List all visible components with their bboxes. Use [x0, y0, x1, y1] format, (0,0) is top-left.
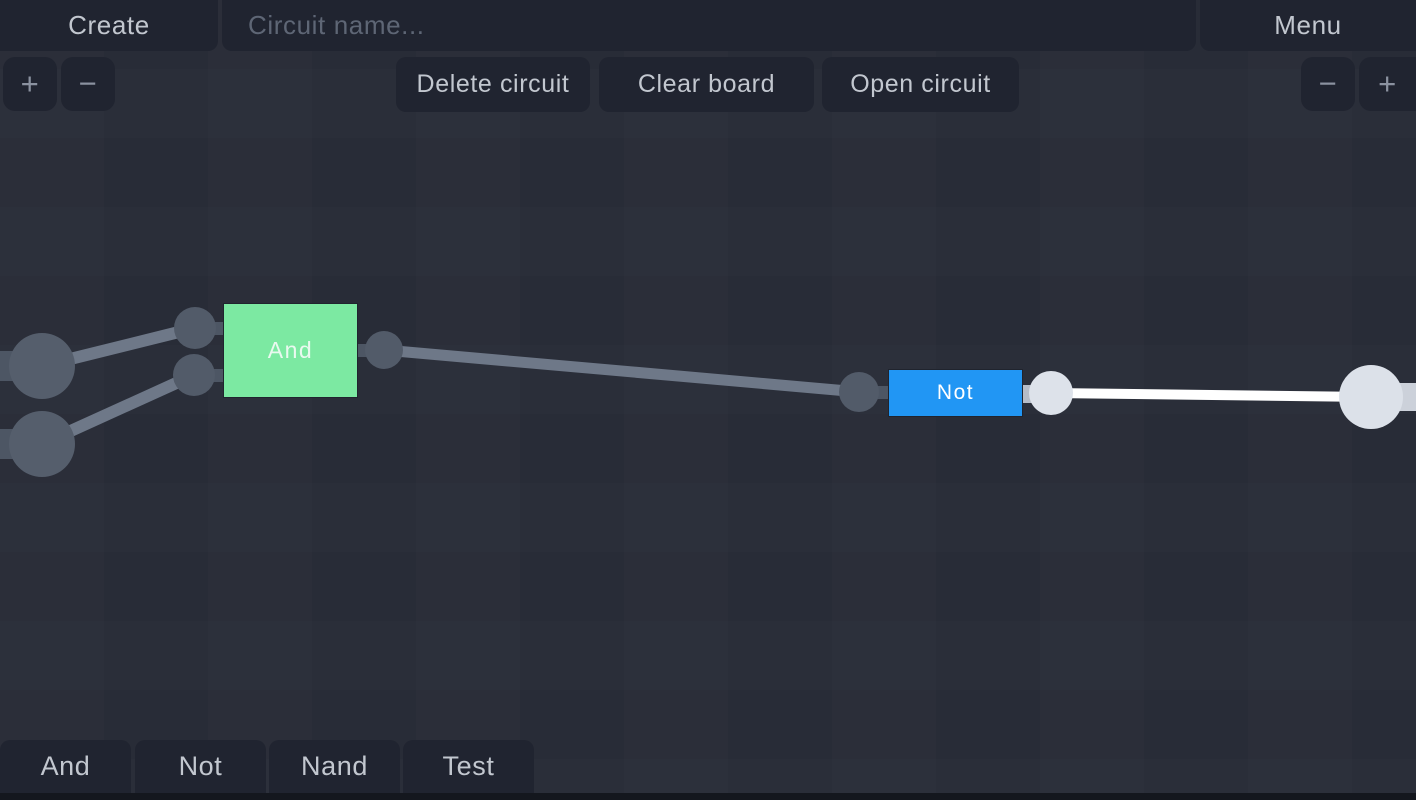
minus-icon: − — [78, 66, 98, 101]
zoom-in-button-left[interactable]: + — [3, 57, 57, 111]
wire-not-to-output-active[interactable] — [1050, 388, 1372, 402]
input-terminal-1[interactable] — [9, 333, 75, 399]
zoom-out-button-left[interactable]: − — [61, 57, 115, 111]
zoom-in-button-right[interactable]: + — [1359, 57, 1416, 111]
gate-label: And — [267, 337, 314, 363]
and-output-node[interactable] — [365, 331, 403, 369]
palette-item-and[interactable]: And — [0, 740, 131, 793]
not-gate[interactable]: Not — [888, 369, 1023, 417]
palette-item-nand[interactable]: Nand — [269, 740, 400, 793]
palette-item-not[interactable]: Not — [135, 740, 266, 793]
open-circuit-button[interactable]: Open circuit — [822, 57, 1019, 112]
and-input-node-2[interactable] — [173, 354, 215, 396]
plus-icon: + — [1378, 66, 1397, 101]
palette-item-test[interactable]: Test — [403, 740, 534, 793]
input-terminal-2[interactable] — [9, 411, 75, 477]
not-output-node-active[interactable] — [1029, 371, 1073, 415]
circuit-name-input[interactable] — [222, 0, 1196, 51]
zoom-out-button-right[interactable]: − — [1301, 57, 1355, 111]
plus-icon: + — [20, 66, 40, 101]
not-input-node[interactable] — [839, 372, 879, 412]
minus-icon: − — [1318, 66, 1338, 101]
menu-button[interactable]: Menu — [1200, 0, 1416, 51]
delete-circuit-button[interactable]: Delete circuit — [396, 57, 590, 112]
and-gate[interactable]: And — [223, 303, 358, 398]
gate-label: Not — [936, 381, 975, 404]
output-terminal-active[interactable] — [1339, 365, 1403, 429]
wire-and-to-not[interactable] — [383, 344, 860, 398]
and-input-node-1[interactable] — [174, 307, 216, 349]
clear-board-button[interactable]: Clear board — [599, 57, 814, 112]
bottom-edge-strip — [0, 793, 1416, 800]
create-button[interactable]: Create — [0, 0, 218, 51]
